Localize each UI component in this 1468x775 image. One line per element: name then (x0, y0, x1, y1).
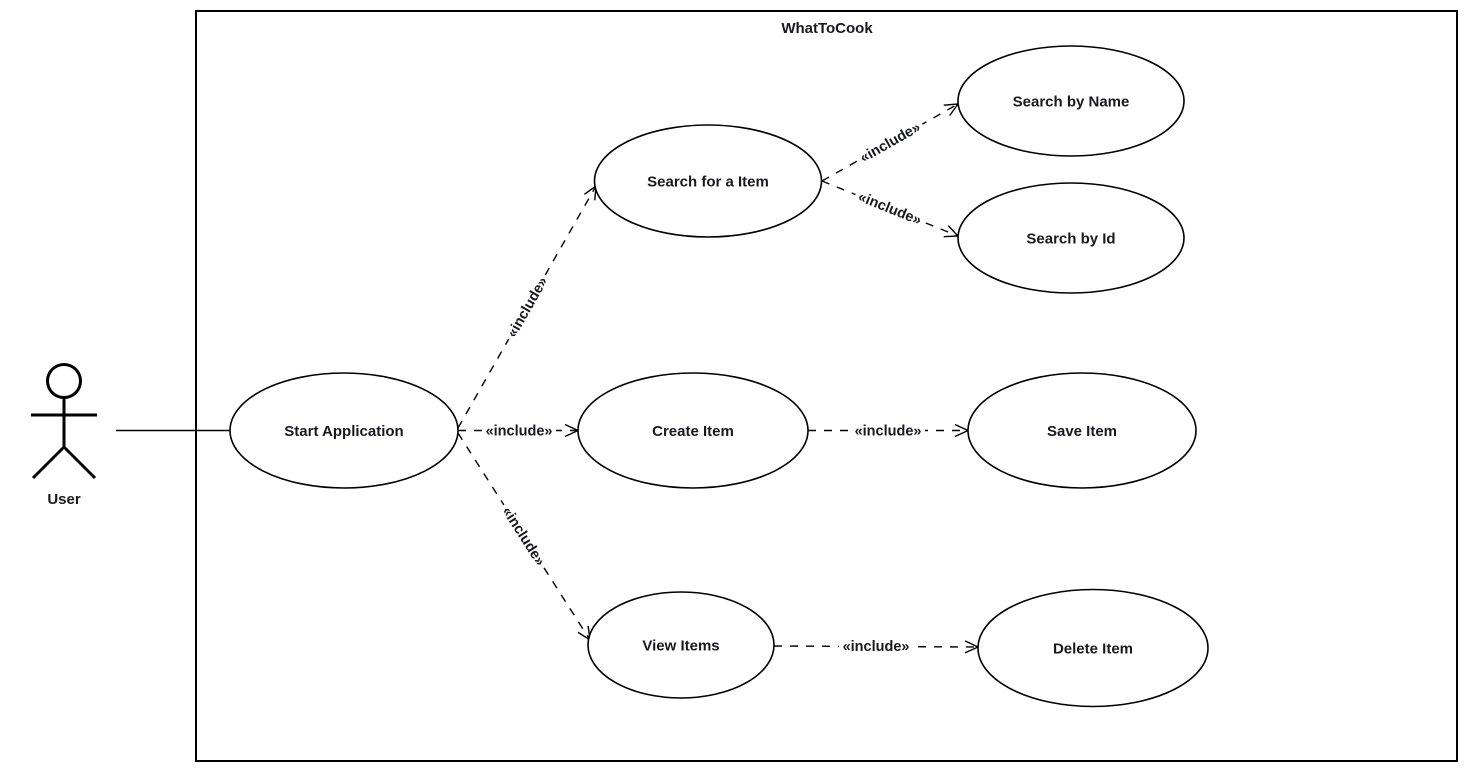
actor-label: User (47, 491, 81, 508)
include-label: «include» (486, 424, 553, 440)
actor-head (46, 363, 82, 399)
use-case-label: Search for a Item (647, 174, 769, 191)
system-boundary (195, 10, 1458, 762)
edge-search-item-to-search-by-name: «include» (821, 103, 960, 182)
use-case-label: View Items (642, 638, 719, 655)
edge-view-items-to-delete-item: «include» (773, 636, 980, 656)
include-label: «include» (857, 119, 923, 166)
use-case-label: Search by Id (1026, 231, 1115, 248)
include-label: «include» (843, 639, 910, 655)
use-case-label: Start Application (284, 423, 403, 440)
use-case-view-items: View Items (587, 591, 775, 699)
edge-search-item-to-search-by-id: «include» (821, 180, 960, 238)
use-case-create-item: Create Item (577, 372, 809, 489)
edge-start-to-view-items: «include» (457, 432, 591, 642)
actor-leg-left (31, 445, 66, 480)
edge-create-item-to-save-item: «include» (808, 420, 970, 441)
edge-start-to-search-item: «include» (457, 184, 597, 429)
use-case-search-by-name: Search by Name (957, 45, 1185, 157)
use-case-start-application: Start Application (229, 372, 459, 489)
use-case-delete-item: Delete Item (977, 588, 1209, 708)
use-case-label: Create Item (652, 423, 734, 440)
use-case-label: Delete Item (1053, 641, 1133, 658)
include-label: «include» (498, 504, 547, 569)
include-label: «include» (855, 424, 922, 440)
actor-user: User (31, 363, 97, 508)
actor-leg-right (62, 445, 97, 480)
use-case-label: Save Item (1047, 423, 1117, 440)
system-title: WhatToCook (781, 20, 873, 37)
include-label: «include» (504, 274, 551, 340)
use-case-label: Search by Name (1013, 94, 1130, 111)
edge-start-to-create-item: «include» (458, 420, 580, 441)
use-case-save-item: Save Item (967, 372, 1197, 489)
use-case-search-by-id: Search by Id (957, 182, 1185, 294)
use-case-search-for-a-item: Search for a Item (593, 124, 823, 238)
